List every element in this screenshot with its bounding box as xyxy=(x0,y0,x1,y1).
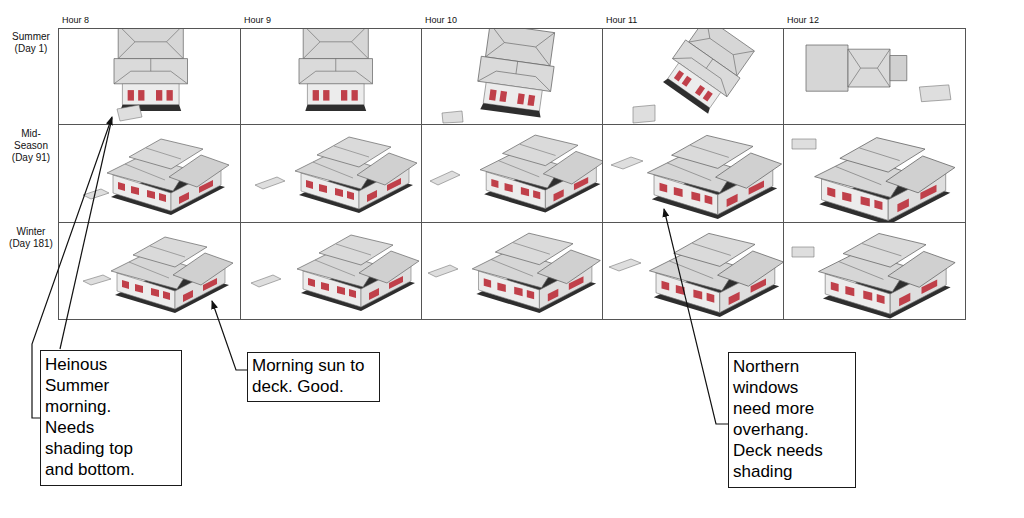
column-header: Hour 12 xyxy=(787,15,819,26)
row-label: Winter (Day 181) xyxy=(6,226,56,250)
column-header: Hour 11 xyxy=(606,15,637,26)
row-label: Mid-Season (Day 91) xyxy=(6,128,56,164)
callout-text: Morning sun to deck. Good. xyxy=(252,355,376,397)
column-header: Hour 8 xyxy=(62,15,89,26)
leader-line xyxy=(664,209,728,424)
column-header: Hour 9 xyxy=(244,15,271,26)
callout-text: Heinous Summer morning. Needs shading to… xyxy=(45,354,157,480)
leader-line xyxy=(60,118,112,349)
column-header: Hour 10 xyxy=(425,15,457,26)
leader-line xyxy=(212,301,247,370)
callout-text: Northern windows need more overhang. Dec… xyxy=(733,356,831,482)
callout-box: Morning sun to deck. Good. xyxy=(247,352,380,402)
callout-box: Heinous Summer morning. Needs shading to… xyxy=(40,350,182,486)
row-label: Summer (Day 1) xyxy=(6,31,56,55)
callout-box: Northern windows need more overhang. Dec… xyxy=(728,352,856,488)
